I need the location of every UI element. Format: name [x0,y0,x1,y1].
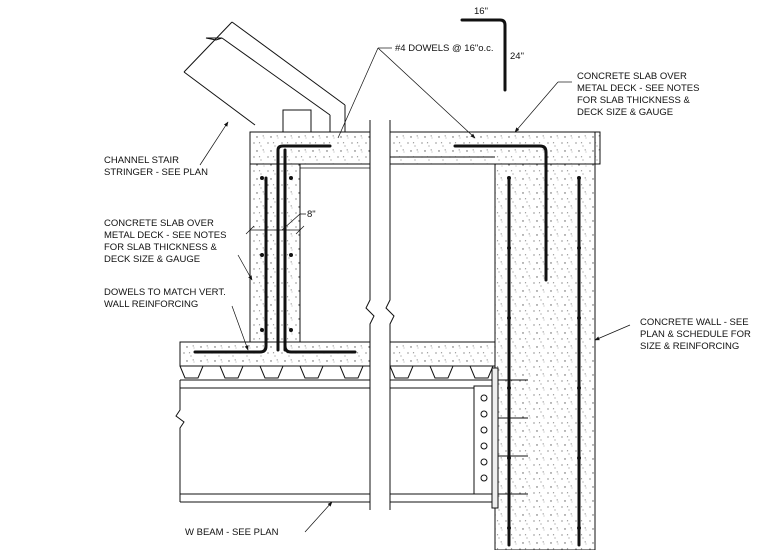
stringer-callout: CHANNEL STAIR STRINGER - SEE PLAN [104,121,229,178]
bar-bend-detail: 16" 24" [460,6,524,92]
slab-left-line-3: FOR SLAB THICKNESS & [104,242,217,253]
wall-line-1: CONCRETE WALL - SEE [640,317,749,328]
stringer-line-2: STRINGER - SEE PLAN [104,167,208,178]
bend-horizontal-leg-label: 16" [474,6,488,17]
lower-slab [179,341,496,367]
dimension-label: 8" [307,209,316,220]
metal-deck [179,365,495,381]
dowels-callout: #4 DOWELS @ 16"o.c. [337,43,494,139]
slab-right-line-4: DECK SIZE & GAUGE [577,107,673,118]
embed-plate [473,367,528,509]
upper-slab-left [249,131,371,165]
wall-line-3: SIZE & REINFORCING [640,341,739,352]
beam-callout: W BEAM - SEE PLAN [185,501,333,538]
slab-right-line-1: CONCRETE SLAB OVER [577,71,687,82]
stringer-line-1: CHANNEL STAIR [104,155,179,166]
bend-vertical-leg-label: 24" [510,51,524,62]
dowels-label: #4 DOWELS @ 16"o.c. [395,43,494,54]
stringer-label: CHANNEL STAIR STRINGER - SEE PLAN [104,155,208,178]
dowels-vert-label: DOWELS TO MATCH VERT. WALL REINFORCING [104,287,228,310]
w-beam [175,380,495,503]
left-pier-wall [249,163,370,343]
beam-label: W BEAM - SEE PLAN [185,527,279,538]
slab-left-callout: CONCRETE SLAB OVER METAL DECK - SEE NOTE… [104,218,253,281]
slab-right-line-2: METAL DECK - SEE NOTES [577,83,699,94]
slab-left-line-1: CONCRETE SLAB OVER [104,218,214,229]
channel-stair-stringer [183,21,346,133]
slab-left-line-2: METAL DECK - SEE NOTES [104,230,226,241]
upper-slab-right [389,131,601,165]
wall-thickness-dimension: 8" [245,209,316,235]
wall-label: CONCRETE WALL - SEE PLAN & SCHEDULE FOR … [640,317,754,352]
reinforcing [193,144,581,547]
dowels-vert-line-1: DOWELS TO MATCH VERT. [104,287,226,298]
slab-right-callout: CONCRETE SLAB OVER METAL DECK - SEE NOTE… [514,71,702,133]
slab-right-label: CONCRETE SLAB OVER METAL DECK - SEE NOTE… [577,71,702,118]
slab-right-line-3: FOR SLAB THICKNESS & [577,95,690,106]
slab-left-label: CONCRETE SLAB OVER METAL DECK - SEE NOTE… [104,218,229,265]
break-lines [365,120,395,510]
wall-line-2: PLAN & SCHEDULE FOR [640,329,751,340]
dowels-vert-line-2: WALL REINFORCING [104,299,198,310]
wall-callout: CONCRETE WALL - SEE PLAN & SCHEDULE FOR … [594,317,754,352]
dowels-vert-callout: DOWELS TO MATCH VERT. WALL REINFORCING [104,287,249,351]
slab-left-line-4: DECK SIZE & GAUGE [104,254,200,265]
